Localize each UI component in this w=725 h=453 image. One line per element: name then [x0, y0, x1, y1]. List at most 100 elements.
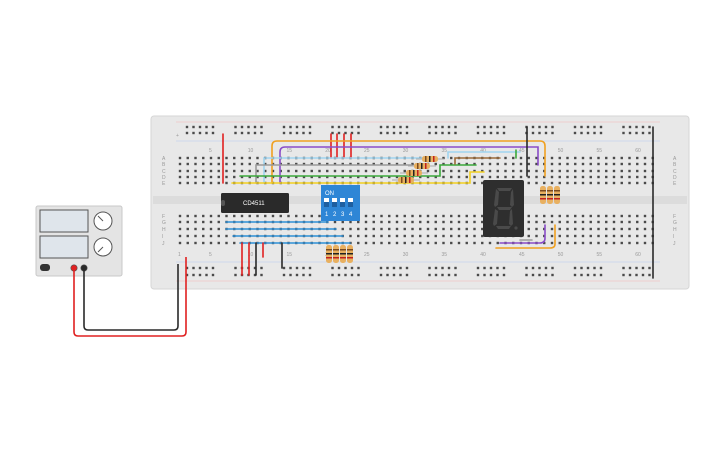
breadboard-hole[interactable]: [636, 162, 639, 166]
breadboard-hole[interactable]: [331, 273, 334, 277]
breadboard-hole[interactable]: [225, 214, 228, 218]
breadboard-hole[interactable]: [357, 234, 360, 238]
breadboard-hole[interactable]: [434, 227, 437, 231]
breadboard-hole[interactable]: [271, 169, 275, 173]
breadboard-hole[interactable]: [217, 220, 220, 224]
breadboard-hole[interactable]: [628, 241, 631, 245]
breadboard-hole[interactable]: [282, 273, 286, 277]
breadboard-hole[interactable]: [473, 169, 476, 173]
breadboard-hole[interactable]: [209, 169, 213, 173]
breadboard-hole[interactable]: [350, 131, 354, 135]
breadboard-hole[interactable]: [597, 169, 600, 173]
breadboard-hole[interactable]: [186, 156, 189, 160]
breadboard-hole[interactable]: [295, 169, 298, 173]
breadboard-hole[interactable]: [225, 175, 228, 179]
breadboard-hole[interactable]: [558, 181, 561, 185]
breadboard-hole[interactable]: [531, 131, 535, 135]
breadboard-hole[interactable]: [586, 131, 590, 135]
breadboard-hole[interactable]: [234, 131, 237, 135]
breadboard-hole[interactable]: [279, 214, 282, 218]
breadboard-hole[interactable]: [481, 169, 484, 173]
breadboard-hole[interactable]: [481, 162, 484, 166]
breadboard-hole[interactable]: [248, 156, 251, 160]
breadboard-hole[interactable]: [643, 214, 647, 218]
breadboard-hole[interactable]: [643, 234, 647, 238]
breadboard-hole[interactable]: [593, 273, 596, 277]
breadboard-hole[interactable]: [454, 131, 457, 135]
breadboard-hole[interactable]: [454, 266, 457, 270]
breadboard-hole[interactable]: [502, 273, 506, 277]
breadboard-hole[interactable]: [395, 220, 399, 224]
breadboard-hole[interactable]: [419, 214, 422, 218]
breadboard-hole[interactable]: [198, 125, 202, 129]
breadboard-hole[interactable]: [550, 234, 554, 238]
breadboard-hole[interactable]: [605, 214, 608, 218]
breadboard-hole[interactable]: [372, 214, 375, 218]
breadboard-hole[interactable]: [192, 266, 195, 270]
breadboard-hole[interactable]: [248, 175, 251, 179]
breadboard-hole[interactable]: [566, 169, 569, 173]
breadboard-hole[interactable]: [502, 125, 506, 129]
breadboard-hole[interactable]: [599, 125, 603, 129]
breadboard-hole[interactable]: [589, 227, 592, 231]
breadboard-hole[interactable]: [457, 241, 461, 245]
breadboard-hole[interactable]: [426, 169, 430, 173]
breadboard-hole[interactable]: [620, 214, 623, 218]
breadboard-hole[interactable]: [302, 169, 306, 173]
breadboard-hole[interactable]: [447, 131, 451, 135]
breadboard-hole[interactable]: [364, 227, 368, 231]
breadboard-hole[interactable]: [260, 266, 263, 270]
breadboard-hole[interactable]: [403, 162, 406, 166]
breadboard-hole[interactable]: [620, 169, 623, 173]
breadboard-hole[interactable]: [483, 273, 486, 277]
breadboard-hole[interactable]: [489, 125, 493, 129]
breadboard-hole[interactable]: [399, 273, 402, 277]
breadboard-hole[interactable]: [247, 125, 250, 129]
breadboard-hole[interactable]: [380, 169, 383, 173]
breadboard-hole[interactable]: [256, 214, 259, 218]
breadboard-hole[interactable]: [405, 266, 409, 270]
breadboard-hole[interactable]: [636, 169, 639, 173]
breadboard-hole[interactable]: [186, 169, 189, 173]
breadboard-hole[interactable]: [581, 156, 585, 160]
breadboard-hole[interactable]: [426, 220, 430, 224]
breadboard-hole[interactable]: [558, 227, 561, 231]
breadboard-hole[interactable]: [447, 266, 451, 270]
breadboard-hole[interactable]: [253, 125, 257, 129]
breadboard-hole[interactable]: [225, 169, 228, 173]
breadboard-hole[interactable]: [589, 169, 592, 173]
breadboard-hole[interactable]: [403, 241, 406, 245]
breadboard-hole[interactable]: [551, 125, 554, 129]
breadboard-hole[interactable]: [589, 234, 592, 238]
breadboard-hole[interactable]: [344, 125, 347, 129]
breadboard-hole[interactable]: [205, 266, 208, 270]
breadboard-hole[interactable]: [256, 162, 259, 166]
breadboard-hole[interactable]: [333, 175, 337, 179]
breadboard-hole[interactable]: [473, 162, 476, 166]
breadboard-hole[interactable]: [473, 175, 476, 179]
breadboard-hole[interactable]: [287, 169, 290, 173]
breadboard-hole[interactable]: [428, 131, 431, 135]
breadboard-hole[interactable]: [527, 169, 530, 173]
breadboard-hole[interactable]: [225, 156, 228, 160]
breadboard-hole[interactable]: [597, 220, 600, 224]
breadboard-hole[interactable]: [302, 125, 305, 129]
breadboard-hole[interactable]: [202, 156, 205, 160]
breadboard-hole[interactable]: [350, 125, 354, 129]
breadboard-hole[interactable]: [209, 234, 213, 238]
breadboard-hole[interactable]: [641, 273, 645, 277]
breadboard-hole[interactable]: [483, 131, 486, 135]
breadboard-hole[interactable]: [643, 175, 647, 179]
breadboard-hole[interactable]: [581, 214, 585, 218]
breadboard-hole[interactable]: [589, 162, 592, 166]
breadboard-hole[interactable]: [209, 220, 213, 224]
breadboard-hole[interactable]: [428, 125, 431, 129]
breadboard-hole[interactable]: [574, 227, 577, 231]
breadboard-hole[interactable]: [194, 156, 197, 160]
breadboard-hole[interactable]: [178, 169, 182, 173]
breadboard-hole[interactable]: [349, 227, 352, 231]
breadboard-hole[interactable]: [573, 273, 577, 277]
breadboard-hole[interactable]: [641, 125, 645, 129]
breadboard-hole[interactable]: [395, 169, 399, 173]
breadboard-hole[interactable]: [481, 227, 484, 231]
